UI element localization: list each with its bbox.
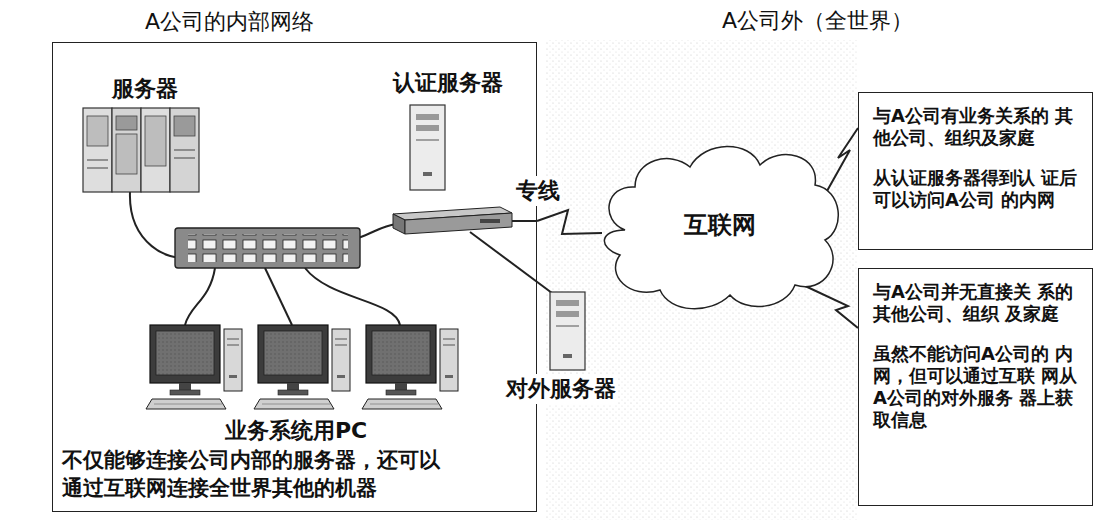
server-rack: [116, 134, 137, 174]
device-label: 对外服务器: [504, 374, 618, 404]
internet-cloud: 互联网: [595, 135, 845, 315]
network-cable: [358, 224, 396, 238]
server-rack: [141, 108, 170, 192]
server-tower: [410, 105, 445, 190]
server-rack: [145, 116, 166, 166]
box-text: 从认证服务器得到认 证后可以访问A公司 的内网: [873, 167, 1078, 211]
cloud-shape: [604, 146, 838, 308]
router: [405, 213, 512, 234]
server-rack: [174, 116, 195, 136]
server-rack: [170, 108, 199, 192]
router: [393, 207, 512, 234]
server-rack: [83, 108, 112, 192]
desktop-pc: [254, 325, 350, 409]
network-link: [803, 285, 858, 328]
device-label: 服务器: [112, 74, 178, 104]
server-rack: [87, 116, 108, 146]
network-cable: [470, 232, 556, 296]
cloud-label: 互联网: [684, 209, 756, 241]
network-link: [827, 128, 858, 191]
note: 不仅能够连接公司内部的服务器，还可以 通过互联网连接全世界其他的机器: [62, 446, 458, 503]
cloud-shape: [595, 135, 845, 315]
server-tower: [556, 326, 579, 327]
network-region: A公司的内部网络: [52, 42, 537, 512]
server-tower: [416, 140, 439, 141]
server-tower: [410, 105, 445, 190]
server-tower: [550, 292, 585, 370]
router: [480, 219, 500, 223]
server-tower: [423, 172, 432, 176]
leased-line: [537, 210, 602, 234]
device-label: 业务系统用PC: [225, 416, 367, 446]
server-tower: [563, 354, 572, 358]
network-cable: [185, 268, 215, 325]
server-tower: [556, 300, 579, 306]
server-rack: [174, 158, 195, 159]
server-rack: [87, 160, 108, 161]
desktop-pc: [146, 325, 458, 409]
box-text: 虽然不能访问A公司的 内网，但可以通过互联 网从A公司的对外服务 器上获取信息: [873, 343, 1078, 431]
server-rack: [87, 168, 108, 169]
background-texture: [545, 40, 857, 520]
desktop-pc: [362, 325, 458, 409]
region-heading: A公司外（全世界）: [722, 6, 913, 36]
desktop-pc: [146, 325, 242, 409]
background-texture: [545, 40, 857, 520]
router: [393, 214, 405, 234]
network-switch: [175, 228, 360, 268]
server-tower: [416, 125, 439, 131]
info-box: 与A公司有业务关系的 其他公司、组织及家庭从认证服务器得到认 证后可以访问A公司…: [858, 92, 1093, 250]
server-rack: [83, 108, 199, 192]
network-cable: [130, 192, 556, 325]
server-tower: [556, 311, 579, 317]
server-rack: [174, 150, 195, 151]
network-cable: [265, 268, 292, 325]
box-text: 与A公司有业务关系的 其他公司、组织及家庭: [873, 105, 1078, 149]
server-tower: [550, 292, 585, 370]
box-text: 与A公司并无直接关 系的其他公司、组织 及家庭: [873, 281, 1078, 325]
region-heading: A公司的内部网络: [145, 7, 314, 37]
network-switch: [175, 228, 360, 268]
edge-label: 专线: [514, 176, 562, 206]
info-box: 与A公司并无直接关 系的其他公司、组织 及家庭虽然不能访问A公司的 内网，但可以…: [858, 268, 1093, 506]
network-switch: [188, 234, 348, 262]
network-cable: [305, 268, 400, 325]
server-tower: [416, 114, 439, 120]
server-rack: [116, 116, 137, 130]
device-label: 认证服务器: [393, 68, 503, 98]
network-cable: [512, 220, 537, 222]
server-rack: [112, 108, 141, 192]
